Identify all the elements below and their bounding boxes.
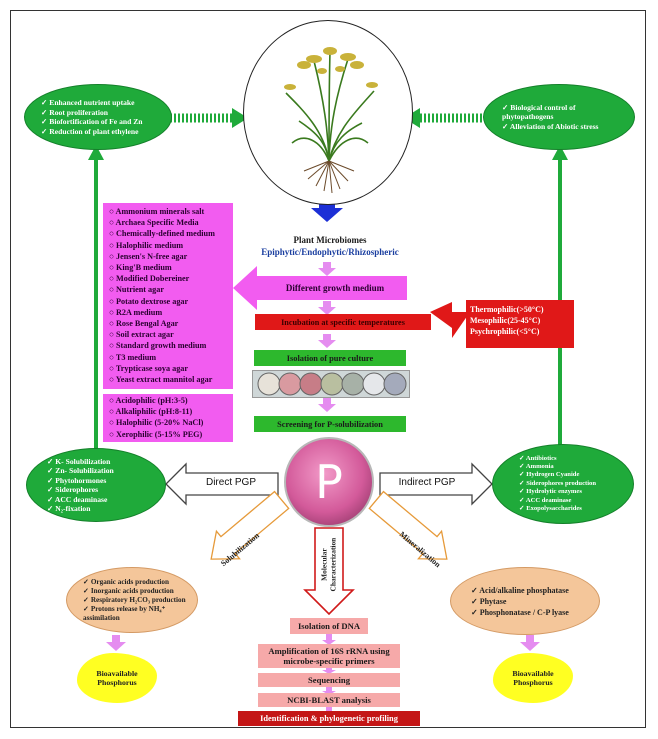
indirect-pgp-label: Indirect PGP: [398, 477, 456, 488]
temperature-box: Thermophilic(>50°C) Mesophilic(25-45°C) …: [466, 300, 574, 348]
molecular-label: Molecular Characterization: [319, 537, 337, 592]
screening-bar: Screening for P-solubilization: [254, 416, 406, 432]
growth-media-list: ○ Ammonium minerals salt ○ Archaea Speci…: [103, 203, 233, 389]
top-right-benefits-oval: ✓ Biological control of phytopathogens ✓…: [483, 84, 635, 150]
benefit-item: ✓ Enhanced nutrient uptake: [41, 98, 135, 107]
growth-medium-arrow: [233, 266, 407, 310]
molecular-arrow: [303, 527, 355, 616]
plant-circle: [243, 20, 413, 205]
isolation-dna-box: Isolation of DNA: [290, 618, 368, 634]
left-bioavailable-cloud: Bioavailable Phosphorus: [80, 656, 154, 700]
sequencing-box: Sequencing: [258, 673, 400, 687]
plant-microbiomes-title: Plant Microbiomes: [293, 235, 367, 245]
benefit-item: ✓ Reduction of plant ethylene: [41, 126, 139, 136]
direct-pgp-label: Direct PGP: [205, 477, 256, 488]
figure-frame: [10, 10, 646, 728]
solubilization-mechanisms-oval: ✓ Organic acids production ✓ Inorganic a…: [66, 567, 198, 633]
mineralization-mechanisms-oval: ✓ Acid/alkaline phosphatase ✓ Phytase ✓ …: [450, 567, 600, 635]
direct-pgp-arrow: [165, 462, 279, 506]
rice-plant-icon: [284, 47, 378, 194]
petri-dish-strip: [252, 370, 410, 398]
isolation-bar: Isolation of pure culture: [254, 350, 406, 366]
direct-pgp-oval: ✓ K- Solubilization ✓ Zn- Solubilization…: [26, 448, 166, 522]
identification-box: Identification & phylogenetic profiling: [238, 711, 420, 726]
indirect-pgp-arrow: [379, 462, 493, 506]
blast-box: NCBI-BLAST analysis: [258, 693, 400, 707]
blue-down-arrow: [311, 200, 343, 222]
benefit-item: ✓ Root proliferation: [41, 107, 108, 117]
plant-microbiomes-subtitle: Epiphytic/Endophytic/Rhizospheric: [261, 247, 399, 257]
right-bioavailable-cloud: Bioavailable Phosphorus: [496, 656, 570, 700]
benefit-item: ✓ Biofortification of Fe and Zn: [41, 117, 143, 126]
petri-dish-p: P: [284, 437, 374, 527]
growth-medium-label: Different growth medium: [285, 283, 385, 293]
top-left-benefits-oval: ✓ Enhanced nutrient uptake ✓ Root prolif…: [24, 84, 172, 150]
amplification-box: Amplification of 16S rRNA using microbe-…: [258, 644, 400, 668]
growth-conditions-list: ○ Acidophilic (pH:3-5) ○ Alkaliphilic (p…: [103, 394, 233, 442]
petri-letter: P: [315, 455, 343, 509]
benefit-item: ✓ Biological control of phytopathogens: [502, 102, 576, 122]
mineralization-arrow: [368, 490, 448, 560]
incubation-bar: Incubation at specific temperatures: [255, 314, 431, 330]
indirect-pgp-oval: ✓ Antibiotics ✓ Ammonia ✓ Hydrogen Cyani…: [492, 444, 634, 524]
benefit-item: ✓ Alleviation of Abiotic stress: [502, 121, 599, 131]
solubilization-arrow: [210, 490, 290, 560]
